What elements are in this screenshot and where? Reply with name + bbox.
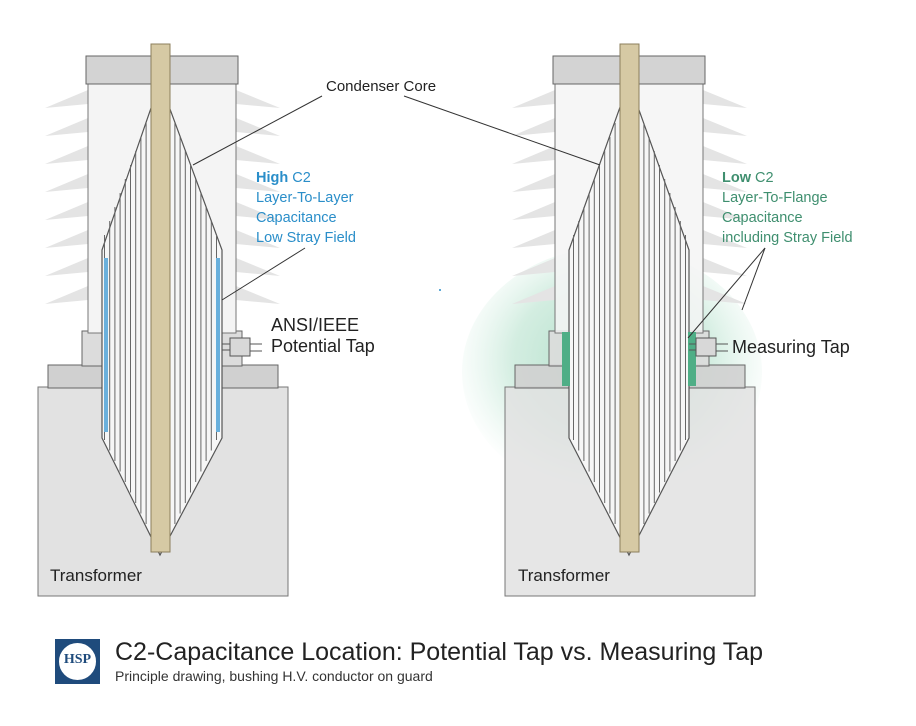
right-sheds-right	[703, 90, 747, 304]
right-sheds-left	[512, 90, 555, 304]
right-c2-line3: Capacitance	[722, 210, 803, 226]
right-c2-line4: including Stray Field	[722, 230, 853, 246]
ansi-tap-line2: Potential Tap	[271, 336, 375, 356]
left-potential-tap-icon	[222, 337, 262, 357]
measuring-tap-label: Measuring Tap	[732, 337, 850, 357]
hsp-logo: HSP	[55, 639, 100, 684]
left-sheds-right	[236, 90, 280, 304]
right-c2-flange-left	[562, 332, 570, 386]
left-c2-line2: Layer-To-Layer	[256, 190, 354, 206]
left-c2-bold: High	[256, 170, 289, 186]
transformer-left-label: Transformer	[50, 566, 142, 585]
figure-title: C2-Capacitance Location: Potential Tap v…	[115, 638, 764, 666]
right-hv-conductor	[619, 43, 640, 553]
left-c2-line1: C2	[288, 170, 311, 186]
right-bushing	[462, 43, 762, 597]
right-c2-line2: Layer-To-Flange	[722, 190, 828, 206]
hsp-logo-ring	[59, 643, 96, 680]
right-c2-flange-right	[688, 332, 696, 386]
stray-dot	[439, 289, 441, 291]
right-measuring-tap-icon	[689, 337, 728, 357]
leader-lines	[192, 95, 766, 339]
right-c2-callout: Low C2 Layer-To-Flange Capacitance inclu…	[722, 168, 853, 248]
condenser-core-label: Condenser Core	[326, 78, 437, 95]
left-hv-conductor	[150, 43, 171, 553]
left-c2-callout: High C2 Layer-To-Layer Capacitance Low S…	[256, 168, 356, 248]
ansi-tap-line1: ANSI/IEEE	[271, 315, 360, 335]
right-c2-line1: C2	[751, 170, 774, 186]
left-condenser-foils	[104, 109, 217, 535]
left-c2-line3: Capacitance	[256, 210, 337, 226]
ansi-potential-tap-label: ANSI/IEEE Potential Tap	[271, 315, 375, 357]
right-c2-bold: Low	[722, 170, 751, 186]
left-bushing	[37, 43, 289, 597]
left-c2-line4: Low Stray Field	[256, 230, 356, 246]
transformer-right-label: Transformer	[518, 566, 610, 585]
left-sheds-left	[45, 90, 88, 304]
hsp-logo-text: HSP	[63, 652, 92, 667]
figure-subtitle: Principle drawing, bushing H.V. conducto…	[115, 668, 433, 684]
